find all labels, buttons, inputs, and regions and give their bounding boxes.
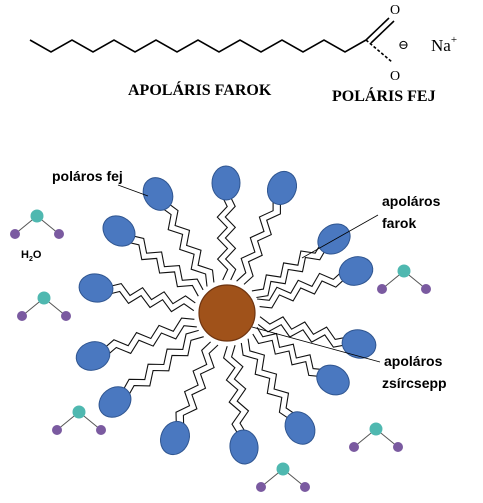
tail-chain-1-1	[243, 201, 281, 285]
water-oxygen-4	[369, 422, 383, 436]
polar-head-2	[142, 177, 174, 211]
apolar-tail-label-micelle-1: apoláros	[382, 193, 441, 209]
water-hydrogen-3-1	[96, 425, 106, 435]
droplet-label-2: zsírcsepp	[382, 375, 447, 391]
water-hydrogen-4-1	[393, 442, 403, 452]
carbonyl-bond-1	[365, 17, 390, 41]
micelle-heads	[75, 165, 377, 465]
water-hydrogen-2-1	[421, 284, 431, 294]
polar-head-6	[338, 256, 374, 286]
water-hydrogen-2-0	[377, 284, 387, 294]
water-hydrogen-0-1	[54, 229, 64, 239]
water-hydrogen-3-0	[52, 425, 62, 435]
micelle-tails	[103, 195, 348, 435]
water-h: H	[21, 249, 29, 261]
water-oxygen-5	[276, 462, 290, 476]
polar-head-label: POLÁRIS FEJ	[332, 86, 436, 105]
water-oxygen-2	[397, 264, 411, 278]
tail-chain-10-0	[127, 336, 204, 398]
sodium-ion: Na+	[431, 34, 457, 55]
droplet-leader-line	[251, 326, 381, 363]
polar-head-9	[316, 364, 350, 396]
droplet-label-1: apoláros	[384, 353, 443, 369]
oxygen-bottom: O	[390, 69, 400, 84]
water-hydrogen-5-1	[300, 482, 310, 492]
polar-head-5	[78, 273, 114, 303]
tail-chain-3-1	[131, 235, 204, 291]
oxygen-top: O	[390, 3, 400, 18]
tail-chain-0-1	[224, 195, 237, 281]
carboxylate-single-bond	[365, 39, 393, 63]
water-o: O	[33, 249, 42, 261]
water-hydrogen-5-0	[256, 482, 266, 492]
polar-head-4	[317, 223, 351, 255]
hydrocarbon-chain	[29, 39, 367, 53]
polar-head-leader-line	[117, 184, 149, 197]
micelle	[75, 165, 377, 465]
apolar-tail-leader-line	[301, 214, 379, 259]
polar-head-12	[160, 420, 190, 456]
water-oxygen-1	[37, 291, 51, 305]
tail-chain-7-0	[259, 316, 348, 341]
water-molecule-4	[349, 422, 403, 452]
tail-chain-7-1	[257, 323, 346, 348]
polar-head-11	[284, 411, 316, 445]
sodium-charge: +	[451, 34, 457, 46]
tail-chain-8-1	[103, 317, 195, 349]
water-oxygen-3	[72, 405, 86, 419]
water-molecule-5	[256, 462, 310, 492]
water-molecule-0	[10, 209, 64, 239]
soap-molecule: O O ⊖ Na+ APOLÁRIS FAROK POLÁRIS FEJ	[29, 3, 457, 105]
polar-head-7	[341, 329, 377, 359]
polar-head-8	[75, 341, 111, 371]
polar-head-13	[229, 429, 259, 465]
carbonyl-bond-2	[370, 20, 395, 44]
polar-head-3	[102, 215, 136, 247]
tail-chain-6-1	[259, 278, 346, 309]
tail-chain-2-1	[167, 202, 215, 283]
apolar-tail-label-micelle-2: farok	[382, 215, 416, 231]
water-sub: 2	[29, 256, 33, 263]
tail-chain-9-1	[252, 333, 320, 377]
water-oxygen-0	[30, 209, 44, 223]
polar-head-0	[211, 165, 241, 201]
water-hydrogen-1-0	[17, 311, 27, 321]
tail-chain-4-0	[251, 242, 322, 292]
negative-charge-symbol: ⊖	[398, 37, 409, 52]
tail-chain-0-0	[216, 195, 229, 281]
water-molecule-2	[377, 264, 431, 294]
tail-chain-5-0	[107, 290, 195, 313]
tail-chain-11-1	[240, 342, 291, 420]
polar-head-10	[98, 386, 132, 418]
apolar-tail-label: APOLÁRIS FAROK	[128, 80, 272, 99]
water-label: H2O	[21, 249, 42, 263]
tail-chain-12-0	[182, 344, 219, 428]
tail-chain-2-0	[160, 206, 208, 287]
water-hydrogen-1-1	[61, 311, 71, 321]
tail-chain-10-1	[122, 329, 199, 392]
tail-chain-12-1	[175, 341, 211, 425]
tail-chain-6-0	[257, 270, 343, 301]
tail-chain-4-1	[256, 249, 327, 299]
tail-chain-9-0	[256, 327, 325, 371]
water-molecule-1	[17, 291, 71, 321]
tail-chain-1-0	[236, 198, 274, 282]
tail-chain-13-0	[230, 345, 250, 434]
tail-chain-8-0	[106, 325, 197, 357]
fat-droplet	[198, 284, 256, 342]
tail-chain-3-0	[126, 241, 199, 297]
polar-head-label-micelle: poláros fej	[52, 168, 123, 184]
water-hydrogen-0-0	[10, 229, 20, 239]
tail-chain-5-1	[109, 282, 196, 305]
tail-chain-11-0	[247, 338, 297, 416]
polar-head-1	[266, 170, 298, 206]
water-molecules	[10, 209, 431, 492]
water-hydrogen-4-0	[349, 442, 359, 452]
water-molecule-3	[52, 405, 106, 435]
tail-chain-13-1	[222, 346, 242, 435]
sodium-symbol: Na	[431, 36, 451, 55]
